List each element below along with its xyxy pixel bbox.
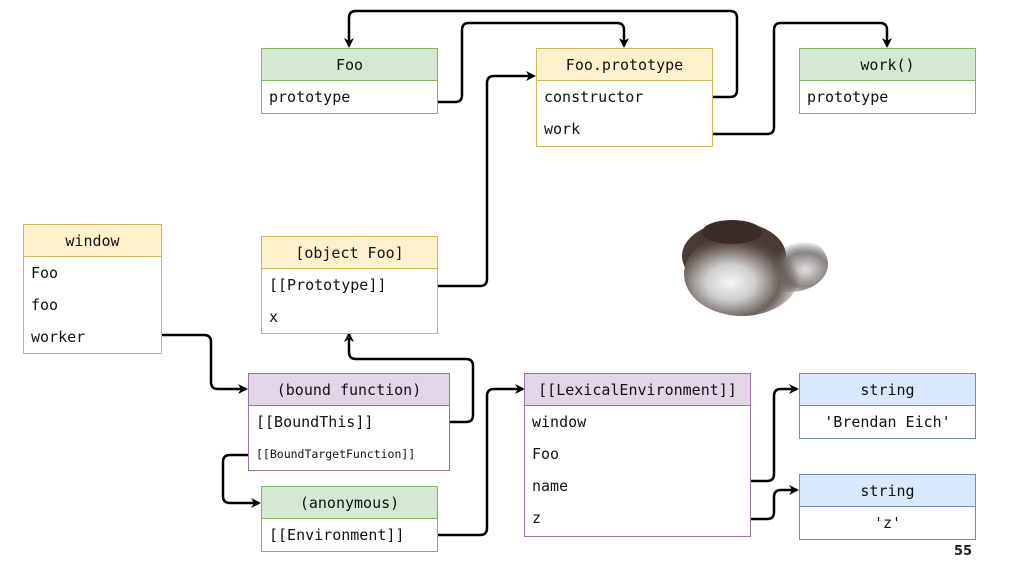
arrow-work-to-work-function	[713, 21, 892, 136]
box-foo-prototype-row-work: work	[544, 120, 581, 138]
box-lexical-environment-title: [[LexicalEnvironment]]	[525, 374, 750, 406]
box-lexical-environment-row-window: window	[532, 413, 587, 431]
box-bound-function: (bound function) [[BoundThis]] [[BoundTa…	[248, 373, 450, 471]
box-bound-function-row-boundthis: [[BoundThis]]	[256, 413, 374, 431]
box-bound-function-row-boundtarget: [[BoundTargetFunction]]	[256, 447, 416, 461]
box-lexical-environment: [[LexicalEnvironment]] window Foo name z	[524, 373, 751, 537]
box-foo-title: Foo	[262, 49, 437, 81]
box-window-row-worker: worker	[31, 328, 86, 346]
box-foo: Foo prototype	[261, 48, 438, 114]
arrow-worker-to-bound-function	[162, 333, 248, 394]
box-object-foo-title: [object Foo]	[262, 237, 437, 269]
box-anonymous-row-environment: [[Environment]]	[269, 526, 405, 544]
box-foo-prototype: Foo.prototype constructor work	[536, 48, 713, 147]
box-window-row-foo: foo	[31, 296, 59, 314]
box-string-name: string 'Brendan Eich'	[799, 373, 976, 439]
box-lexical-environment-row-z: z	[532, 509, 542, 527]
box-string-z: string 'z'	[799, 474, 976, 540]
arrow-object-prototype-to-foo-prototype	[437, 71, 536, 288]
box-object-foo: [object Foo] [[Prototype]] x	[261, 236, 438, 334]
box-string-z-value: 'z'	[873, 514, 902, 532]
box-lexical-environment-row-foo: Foo	[532, 445, 560, 463]
box-window: window Foo foo worker	[23, 224, 162, 354]
arrow-foo-prototype-to-foo-prototype	[437, 21, 629, 104]
arrow-z-to-string	[750, 485, 799, 521]
box-string-name-value: 'Brendan Eich'	[824, 413, 951, 431]
fluffy-creature-image	[682, 220, 828, 316]
box-window-row-Foo: Foo	[31, 264, 59, 282]
page-number: 55	[954, 544, 973, 559]
box-object-foo-row-x: x	[269, 308, 279, 326]
box-work-function-row-prototype: prototype	[807, 88, 889, 106]
box-object-foo-row-prototype: [[Prototype]]	[269, 276, 387, 294]
arrow-name-to-string	[750, 384, 799, 483]
box-window-title: window	[24, 225, 161, 257]
box-lexical-environment-row-name: name	[532, 477, 569, 495]
box-foo-prototype-row-constructor: constructor	[544, 88, 644, 106]
box-bound-function-title: (bound function)	[249, 374, 449, 406]
box-anonymous: (anonymous) [[Environment]]	[261, 486, 438, 552]
box-work-function-title: work()	[800, 49, 975, 81]
arrow-boundtarget-to-anonymous	[221, 453, 261, 508]
box-string-z-title: string	[800, 475, 975, 507]
box-work-function: work() prototype	[799, 48, 976, 114]
box-string-name-title: string	[800, 374, 975, 406]
box-foo-row-prototype: prototype	[269, 88, 351, 106]
box-foo-prototype-title: Foo.prototype	[537, 49, 712, 81]
arrow-constructor-to-foo	[344, 9, 739, 99]
box-anonymous-title: (anonymous)	[262, 487, 437, 519]
arrow-boundthis-to-object-foo	[344, 332, 475, 424]
arrow-environment-to-lexical-env	[437, 384, 525, 537]
